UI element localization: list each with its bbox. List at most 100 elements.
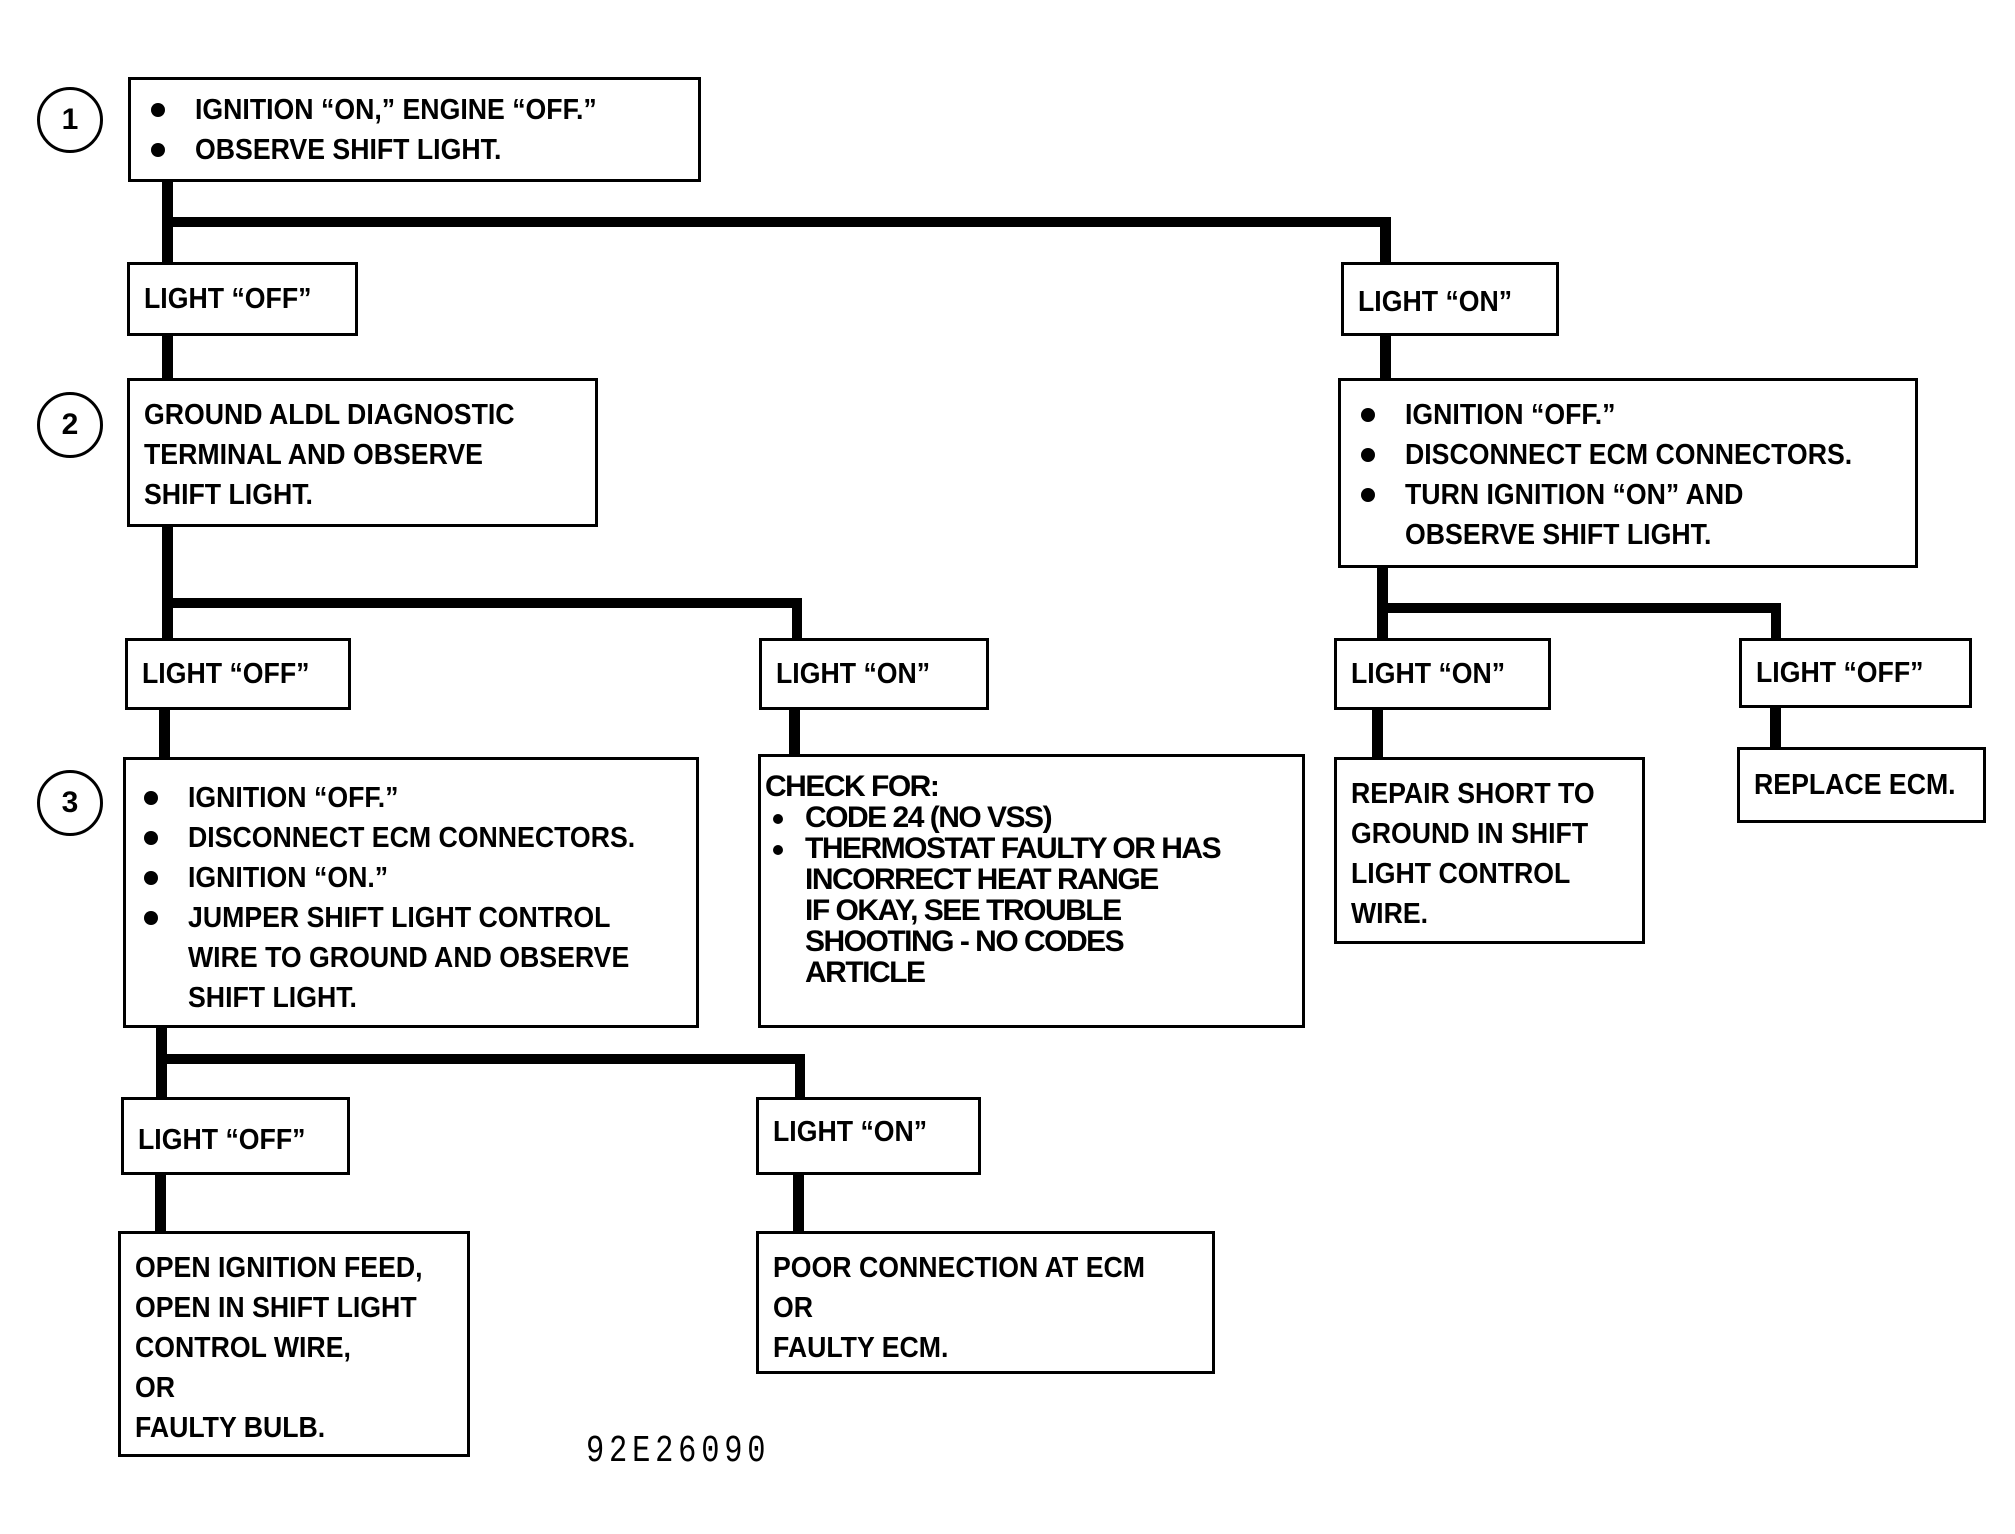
bullet-icon [144,831,158,845]
l1-light-off-box: LIGHT “OFF” [127,262,358,336]
step1-bullet-2: OBSERVE SHIFT LIGHT. [145,130,632,170]
step3-bullet-2-text: DISCONNECT ECM CONNECTORS. [188,822,636,854]
figure-id: 92E26090 [586,1430,771,1473]
open-feed-line-2: OPEN IN SHIFT LIGHT [135,1292,417,1324]
check-for-continuation-3: SHOOTING - NO CODES [805,925,1125,958]
open-feed-line-3: CONTROL WIRE, [135,1332,351,1364]
check-for-item-2: THERMOSTAT FAULTY OR HAS [765,832,1222,865]
bullet-icon [144,791,158,805]
bullet-icon [144,871,158,885]
bullet-icon [144,911,158,925]
connector-step2-trunk [162,526,173,639]
right-check-continuation: OBSERVE SHIFT LIGHT. [1355,515,1891,555]
bullet-icon [1361,408,1375,422]
step-number-2: 2 [37,392,103,458]
step3-bullet-1: IGNITION “OFF.” [138,778,674,818]
step3-continuation-2: SHIFT LIGHT. [138,978,674,1018]
right-check-bullet-2: DISCONNECT ECM CONNECTORS. [1355,435,1891,475]
step3-bullet-3-text: IGNITION “ON.” [188,862,389,894]
repair-short-line-2: GROUND IN SHIFT [1351,818,1589,850]
right-check-box: IGNITION “OFF.” DISCONNECT ECM CONNECTOR… [1338,378,1918,568]
check-for-item-2-text: THERMOSTAT FAULTY OR HAS [805,832,1222,865]
step1-bullet-1: IGNITION “ON,” ENGINE “OFF.” [145,90,632,130]
repair-short-line-3: LIGHT CONTROL [1351,858,1571,890]
connector-r-off-to-replace [1770,707,1781,748]
l2-light-off-label: LIGHT “OFF” [142,658,310,690]
check-for-item-1-text: CODE 24 (NO VSS) [805,801,1053,834]
bullet-icon [1361,448,1375,462]
check-for-continuation-1: INCORRECT HEAT RANGE [805,863,1159,896]
step3-bullet-3: IGNITION “ON.” [138,858,674,898]
poor-connection-line-2: OR [773,1292,814,1324]
r-light-on-box: LIGHT “ON” [1334,638,1551,710]
step1-box: IGNITION “ON,” ENGINE “OFF.” OBSERVE SHI… [128,77,701,182]
connector-l3-off-to-open [155,1174,166,1232]
l3-light-on-label: LIGHT “ON” [773,1116,928,1148]
right-check-continuation-text: OBSERVE SHIFT LIGHT. [1405,519,1712,551]
poor-connection-box: POOR CONNECTION AT ECM OR FAULTY ECM. [756,1231,1215,1374]
replace-ecm-label: REPLACE ECM. [1754,769,1956,801]
l1-light-off-label: LIGHT “OFF” [144,283,312,315]
bullet-icon [773,845,783,855]
replace-ecm-box: REPLACE ECM. [1737,747,1986,823]
l2-light-off-box: LIGHT “OFF” [125,638,351,710]
check-for-continuation-2: IF OKAY, SEE TROUBLE [805,894,1122,927]
l3-light-on-box: LIGHT “ON” [756,1097,981,1175]
connector-step2-right-drop [792,598,802,639]
step2-box: GROUND ALDL DIAGNOSTIC TERMINAL AND OBSE… [127,378,598,527]
step-number-1: 1 [37,87,103,153]
step1-bullet-1-text: IGNITION “ON,” ENGINE “OFF.” [195,94,597,126]
step2-line-2: TERMINAL AND OBSERVE [144,439,483,471]
check-for-heading: CHECK FOR: [765,770,940,803]
connector-l2-on-to-check [789,709,800,755]
bullet-icon [1361,488,1375,502]
repair-short-line-4: WIRE. [1351,898,1429,930]
connector-right-check-branch [1377,603,1781,613]
right-check-bullet-2-text: DISCONNECT ECM CONNECTORS. [1405,439,1853,471]
step2-line-1: GROUND ALDL DIAGNOSTIC [144,399,515,431]
step-number-3: 3 [37,770,103,836]
connector-l2-off-to-step3 [159,709,170,758]
connector-step1-right-drop [1380,217,1391,263]
right-check-bullet-3: TURN IGNITION “ON” AND [1355,475,1891,515]
bullet-icon [773,814,783,824]
l2-light-on-label: LIGHT “ON” [776,658,931,690]
r-light-on-label: LIGHT “ON” [1351,658,1506,690]
right-check-bullet-1-text: IGNITION “OFF.” [1405,399,1616,431]
step2-line-3: SHIFT LIGHT. [144,479,313,511]
step3-bullet-1-text: IGNITION “OFF.” [188,782,399,814]
connector-r-on-to-repair [1372,709,1383,758]
bullet-icon [151,143,165,157]
open-feed-box: OPEN IGNITION FEED, OPEN IN SHIFT LIGHT … [118,1231,470,1457]
step3-continuation-2-text: SHIFT LIGHT. [188,982,357,1014]
connector-l1-on-to-right-check [1380,335,1391,379]
l3-light-off-label: LIGHT “OFF” [138,1124,306,1156]
step3-bullet-2: DISCONNECT ECM CONNECTORS. [138,818,674,858]
poor-connection-line-1: POOR CONNECTION AT ECM [773,1252,1146,1284]
check-for-item-1: CODE 24 (NO VSS) [765,802,1220,833]
open-feed-line-1: OPEN IGNITION FEED, [135,1252,423,1284]
repair-short-line-1: REPAIR SHORT TO [1351,778,1595,810]
l1-light-on-label: LIGHT “ON” [1358,286,1513,318]
r-light-off-box: LIGHT “OFF” [1739,638,1972,708]
step3-box: IGNITION “OFF.” DISCONNECT ECM CONNECTOR… [123,757,699,1028]
connector-l3-on-to-poor [793,1174,804,1232]
poor-connection-line-3: FAULTY ECM. [773,1332,949,1364]
right-check-bullet-1: IGNITION “OFF.” [1355,395,1891,435]
step3-bullet-4-text: JUMPER SHIFT LIGHT CONTROL [188,902,611,934]
open-feed-line-5: FAULTY BULB. [135,1412,326,1444]
repair-short-box: REPAIR SHORT TO GROUND IN SHIFT LIGHT CO… [1334,757,1645,944]
bullet-icon [151,103,165,117]
check-for-box: CHECK FOR: CODE 24 (NO VSS) THERMOSTAT F… [758,754,1305,1028]
connector-right-check-drop [1771,603,1781,639]
open-feed-line-4: OR [135,1372,176,1404]
connector-step3-branch [156,1054,805,1064]
l3-light-off-box: LIGHT “OFF” [121,1097,350,1175]
check-for-continuation-4: ARTICLE [805,956,926,989]
step3-continuation-1-text: WIRE TO GROUND AND OBSERVE [188,942,630,974]
connector-step3-right-drop [795,1054,805,1099]
l2-light-on-box: LIGHT “ON” [759,638,989,710]
r-light-off-label: LIGHT “OFF” [1756,657,1924,689]
step3-continuation-1: WIRE TO GROUND AND OBSERVE [138,938,674,978]
right-check-bullet-3-text: TURN IGNITION “ON” AND [1405,479,1744,511]
